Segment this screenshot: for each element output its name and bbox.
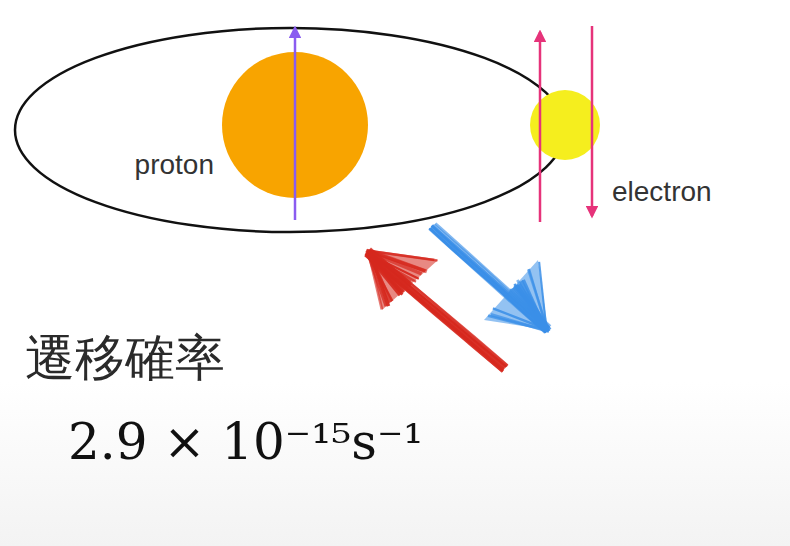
chalk-arrows	[365, 223, 550, 371]
sphere-shape	[222, 52, 368, 198]
chalk-stroke	[431, 226, 547, 331]
orbit-ellipse	[15, 28, 565, 232]
sphere-shape	[530, 90, 600, 160]
electron-spin-down-arrow	[591, 26, 594, 216]
sphere-fill	[530, 90, 600, 160]
rate-formula: 2.9 × 10⁻¹⁵s⁻¹	[68, 412, 423, 472]
chalk-stroke	[368, 253, 505, 368]
electron-sphere: electron	[530, 90, 600, 160]
chalk-stroke	[431, 227, 547, 330]
chalk-head	[368, 252, 438, 310]
chalk-stroke	[432, 226, 547, 330]
transition-probability-heading: 遷移確率	[25, 328, 225, 388]
red-chalk-arrow	[365, 249, 508, 372]
label-holder: 2.9 × 10⁻¹⁵s⁻¹	[68, 412, 423, 472]
chalk-stroke	[368, 252, 504, 368]
electron-spin-up-arrow	[539, 32, 542, 222]
particle-label: proton	[135, 148, 214, 182]
proton-sphere: proton	[222, 52, 368, 198]
sphere-fill	[222, 52, 368, 198]
proton-spin-arrow	[294, 28, 297, 220]
label-holder: 遷移確率	[25, 328, 225, 388]
blue-chalk-arrow	[429, 223, 550, 332]
particle-label: electron	[612, 175, 712, 209]
chalk-stroke	[432, 225, 548, 329]
chalk-head	[484, 260, 548, 330]
